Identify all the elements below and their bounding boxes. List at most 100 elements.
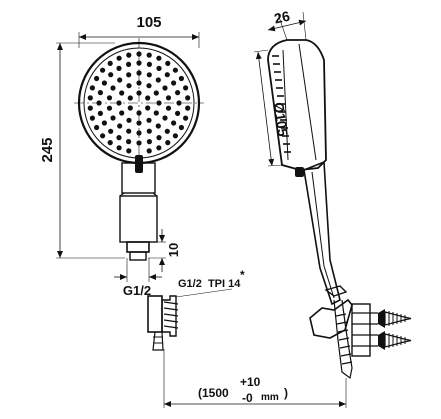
connector-nut [126, 241, 150, 253]
hose-tail [161, 295, 177, 337]
nozzle-hole [156, 135, 162, 141]
nozzle-hole [106, 95, 113, 101]
nozzle-hole [101, 120, 107, 126]
nozzle-hole [146, 117, 152, 123]
nozzle-hole [185, 95, 191, 101]
nozzle-hole [146, 128, 152, 134]
nozzle-hole [164, 128, 170, 134]
nozzle-hole [97, 110, 103, 116]
nozzle-hole [87, 105, 93, 111]
nozzle-hole [126, 148, 132, 154]
nozzle-hole [178, 75, 184, 82]
nozzle-hole [175, 110, 181, 116]
nozzle-hole [136, 51, 142, 57]
nozzle-hole [119, 90, 125, 96]
handle-side-inner [311, 171, 335, 299]
label-bottom-offset: 10 [166, 243, 181, 257]
nozzle-hole [97, 90, 103, 96]
label-thread-top: G1/2 TPI 14 [178, 278, 241, 290]
nozzle-hole [136, 110, 142, 116]
wall-screw-upper [352, 309, 412, 328]
front-view [74, 38, 204, 261]
label-hose-tol-minus: -0 [242, 391, 253, 405]
nozzle-hole [136, 80, 142, 86]
label-thread-bottom: G1/2 [123, 283, 151, 298]
nozzle-hole [117, 77, 123, 83]
nozzle-hole [127, 105, 133, 111]
nozzle-hole [164, 72, 170, 78]
thread-asterisk: * [240, 268, 245, 282]
dimension-thread-bottom: G1/2 [114, 258, 162, 298]
nozzle-hole [106, 105, 113, 111]
nozzle-hole [146, 148, 152, 154]
wall-screw-lower [352, 331, 412, 350]
dimension-line-depth [267, 19, 307, 32]
nozzle-hole [126, 61, 132, 67]
nozzle-hole [126, 52, 132, 58]
label-hose-length: (1500 [198, 386, 229, 400]
bracket-hose [333, 299, 353, 380]
nozzle-hole [100, 67, 106, 73]
label-hose-close: ) [284, 386, 288, 400]
nozzle-hole [145, 95, 151, 101]
handle-upper [121, 162, 156, 194]
hose-thread-rings [163, 301, 179, 329]
nozzle-hole [127, 95, 133, 101]
nozzle-hole [153, 110, 159, 116]
nozzle-hole [116, 55, 122, 61]
nozzle-hole [89, 115, 95, 121]
nozzle-hole [107, 140, 113, 146]
nozzle-hole [116, 145, 122, 151]
hose-crimp [152, 331, 164, 351]
nozzle-hole [165, 105, 172, 111]
nozzle-hole [136, 140, 142, 146]
nozzle-hole [119, 110, 125, 116]
nozzle-hole [172, 133, 178, 139]
nozzle-hole [136, 120, 142, 126]
nozzle-hole [126, 139, 132, 145]
nozzle-hole [178, 124, 184, 131]
side-selector-button [295, 167, 304, 177]
nozzle-hole [136, 70, 142, 76]
nozzle-hole [171, 120, 177, 126]
label-head-depth: 26 [273, 8, 292, 27]
label-head-diameter: Ø105 [271, 101, 292, 137]
nozzle-hole [165, 95, 172, 101]
nozzle-hole [94, 75, 100, 82]
nozzle-hole [155, 123, 161, 129]
nozzle-hole [100, 133, 106, 139]
nozzle-hole [116, 135, 122, 141]
nozzle-pattern [87, 51, 191, 154]
nozzle-hole [87, 95, 93, 101]
nozzle-hole [126, 72, 132, 78]
wall-plate [351, 303, 371, 357]
nozzle-hole [101, 80, 107, 86]
handle-lower [119, 195, 158, 243]
nozzle-hole [94, 124, 100, 131]
nozzle-hole [156, 65, 162, 71]
nozzle-hole [146, 139, 152, 145]
nozzle-hole [165, 60, 171, 66]
nozzle-hole [183, 85, 189, 91]
nozzle-hole [183, 115, 189, 121]
dimension-width: 105 [78, 14, 200, 48]
nozzle-hole [126, 117, 132, 123]
nozzle-hole [116, 100, 122, 106]
nozzle-hole [146, 61, 152, 67]
nozzle-hole [185, 105, 191, 111]
nozzle-hole [146, 72, 152, 78]
nozzle-hole [108, 128, 114, 134]
label-head-width: 105 [136, 14, 161, 31]
nozzle-hole [156, 55, 162, 61]
nozzle-hole [136, 130, 142, 136]
nozzle-hole [162, 115, 168, 121]
label-total-length: 245 [39, 137, 56, 162]
nozzle-hole [171, 80, 177, 86]
nozzle-hole [146, 52, 152, 58]
nozzle-hole [145, 105, 151, 111]
spray-selector-button [135, 155, 143, 173]
nozzle-hole [162, 85, 168, 91]
nozzle-hole [116, 65, 122, 71]
nozzle-hole [175, 90, 181, 96]
hose-nut [147, 295, 163, 333]
